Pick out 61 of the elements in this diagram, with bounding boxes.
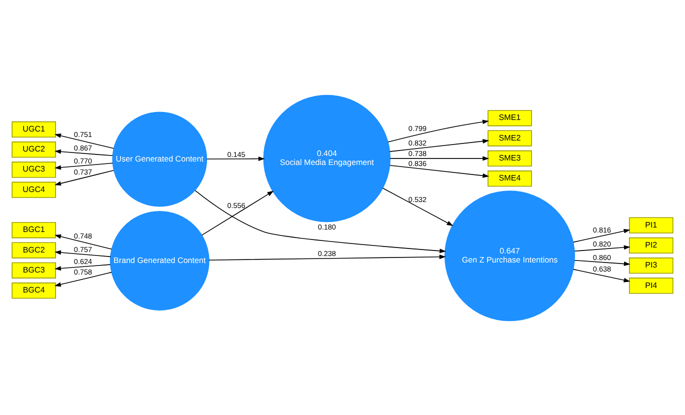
node-box: UGC3 bbox=[12, 161, 56, 178]
arrow bbox=[572, 268, 630, 282]
node-box: BGC1 bbox=[12, 222, 56, 238]
arrow bbox=[388, 119, 490, 142]
arrow bbox=[572, 228, 630, 242]
edge-label: 0.748 bbox=[74, 230, 92, 240]
node-circle: User Generated Content bbox=[112, 111, 208, 206]
edge-label: 0.737 bbox=[74, 167, 92, 176]
edge-label: 0.638 bbox=[592, 264, 612, 273]
arrow bbox=[389, 164, 490, 178]
arrow bbox=[382, 187, 454, 226]
edge-label: 0.532 bbox=[408, 194, 427, 204]
node-box: UGC4 bbox=[12, 181, 56, 198]
edge-label: 0.238 bbox=[318, 248, 336, 258]
edge-label: 0.867 bbox=[74, 143, 92, 152]
arrow bbox=[54, 250, 111, 257]
arrow bbox=[390, 156, 490, 160]
node-box: BGC3 bbox=[12, 262, 56, 278]
arrow bbox=[54, 234, 112, 250]
edge-label: 0.836 bbox=[408, 158, 427, 168]
arrow bbox=[574, 244, 630, 252]
node-box: PI1 bbox=[628, 216, 674, 233]
arrow bbox=[206, 156, 265, 161]
node-box: SME2 bbox=[488, 130, 532, 146]
node-box: UGC2 bbox=[12, 141, 56, 158]
edge-label: 0.832 bbox=[408, 138, 427, 148]
edge-label: 0.751 bbox=[74, 129, 92, 138]
arrow bbox=[54, 169, 114, 186]
arrow bbox=[574, 259, 630, 266]
edge-label: 0.820 bbox=[592, 238, 612, 248]
node-box: BGC4 bbox=[12, 282, 56, 298]
edge-label: 0.799 bbox=[408, 124, 427, 133]
arrow bbox=[54, 162, 114, 170]
node-box: BGC2 bbox=[12, 242, 56, 258]
edge-label: 0.770 bbox=[74, 156, 92, 165]
arrow bbox=[208, 254, 446, 260]
edge-label: 0.180 bbox=[318, 222, 336, 231]
node-box: SME1 bbox=[488, 110, 532, 126]
edge-label: 0.738 bbox=[408, 148, 427, 158]
arrow bbox=[201, 190, 274, 236]
edge-label: 0.624 bbox=[74, 256, 92, 266]
arrow bbox=[194, 190, 446, 253]
arrow bbox=[54, 133, 114, 148]
node-box: PI3 bbox=[628, 257, 674, 274]
node-box: PI4 bbox=[628, 277, 674, 294]
node-box: UGC1 bbox=[12, 120, 56, 137]
edge-label: 0.145 bbox=[227, 149, 246, 158]
edge-label: 0.758 bbox=[74, 267, 92, 276]
node-circle: Brand Generated Content bbox=[110, 210, 210, 310]
node-box: PI2 bbox=[628, 236, 674, 253]
node-box: SME3 bbox=[488, 150, 532, 166]
node-circle: 0.404 Social Media Engagement bbox=[263, 94, 391, 222]
edge-label: 0.757 bbox=[74, 244, 92, 254]
arrow bbox=[54, 264, 111, 270]
edge-label: 0.556 bbox=[227, 200, 246, 210]
edge-label: 0.816 bbox=[592, 225, 612, 234]
arrow bbox=[54, 271, 112, 286]
arrow bbox=[389, 138, 490, 152]
node-box: SME4 bbox=[488, 170, 532, 186]
arrow bbox=[54, 148, 114, 156]
edge-label: 0.860 bbox=[592, 252, 612, 262]
